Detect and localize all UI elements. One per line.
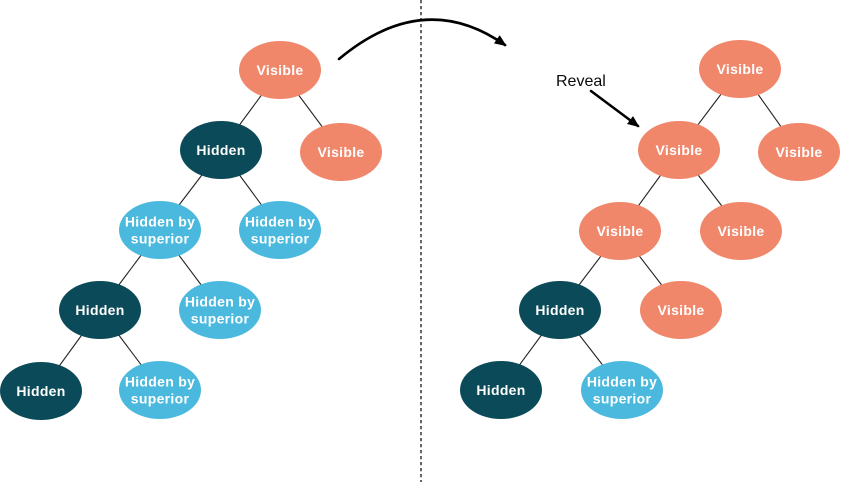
tree-node-before-b1-visible: Visible bbox=[239, 41, 321, 99]
tree-node-after-a6-hidden: Hidden bbox=[519, 281, 601, 339]
node-ellipse bbox=[119, 361, 201, 419]
node-ellipse bbox=[119, 201, 201, 259]
tree-node-after-a8-hidden: Hidden bbox=[460, 361, 542, 419]
node-label: Visible bbox=[318, 144, 365, 160]
tree-node-after-a1-visible: Visible bbox=[699, 40, 781, 98]
node-label: superior bbox=[191, 310, 250, 326]
tree-node-before-b2-hidden: Hidden bbox=[180, 121, 262, 179]
node-ellipse bbox=[579, 202, 661, 260]
node-ellipse bbox=[640, 281, 722, 339]
reveal-arrow bbox=[589, 89, 640, 128]
tree-node-after-a2-visible: Visible bbox=[638, 121, 720, 179]
node-label: Hidden bbox=[196, 142, 245, 158]
node-label: superior bbox=[251, 230, 310, 246]
node-label: Hidden by bbox=[587, 373, 657, 389]
transform-arrow bbox=[337, 18, 507, 61]
node-label: Visible bbox=[597, 223, 644, 239]
node-label: Hidden by bbox=[245, 213, 315, 229]
tree-node-before-b8-hidden: Hidden bbox=[0, 362, 82, 420]
node-ellipse bbox=[460, 361, 542, 419]
node-label: superior bbox=[131, 390, 190, 406]
tree-node-after-a7-visible: Visible bbox=[640, 281, 722, 339]
node-ellipse bbox=[179, 281, 261, 339]
node-label: Hidden by bbox=[185, 293, 255, 309]
node-label: Hidden bbox=[535, 302, 584, 318]
node-ellipse bbox=[700, 202, 782, 260]
node-ellipse bbox=[638, 121, 720, 179]
node-ellipse bbox=[519, 281, 601, 339]
node-label: Hidden by bbox=[125, 213, 195, 229]
tree-node-before-b3-visible: Visible bbox=[300, 123, 382, 181]
node-ellipse bbox=[239, 41, 321, 99]
node-ellipse bbox=[180, 121, 262, 179]
node-label: Hidden bbox=[16, 383, 65, 399]
node-ellipse bbox=[59, 281, 141, 339]
node-label: Hidden by bbox=[125, 373, 195, 389]
node-ellipse bbox=[581, 361, 663, 419]
node-label: Hidden bbox=[476, 382, 525, 398]
node-label: Visible bbox=[776, 144, 823, 160]
tree-node-after-a4-visible: Visible bbox=[579, 202, 661, 260]
reveal-label: Reveal bbox=[556, 73, 606, 90]
tree-node-after-a3-visible: Visible bbox=[758, 123, 840, 181]
tree-node-before-b6-hidden: Hidden bbox=[59, 281, 141, 339]
node-ellipse bbox=[699, 40, 781, 98]
node-ellipse bbox=[758, 123, 840, 181]
tree-node-after-a5-visible: Visible bbox=[700, 202, 782, 260]
node-ellipse bbox=[239, 201, 321, 259]
node-label: Hidden bbox=[75, 302, 124, 318]
node-label: superior bbox=[131, 230, 190, 246]
node-label: Visible bbox=[257, 62, 304, 78]
node-ellipse bbox=[300, 123, 382, 181]
node-label: superior bbox=[593, 390, 652, 406]
node-label: Visible bbox=[717, 61, 764, 77]
node-label: Visible bbox=[656, 142, 703, 158]
node-label: Visible bbox=[658, 302, 705, 318]
node-label: Visible bbox=[718, 223, 765, 239]
node-ellipse bbox=[0, 362, 82, 420]
